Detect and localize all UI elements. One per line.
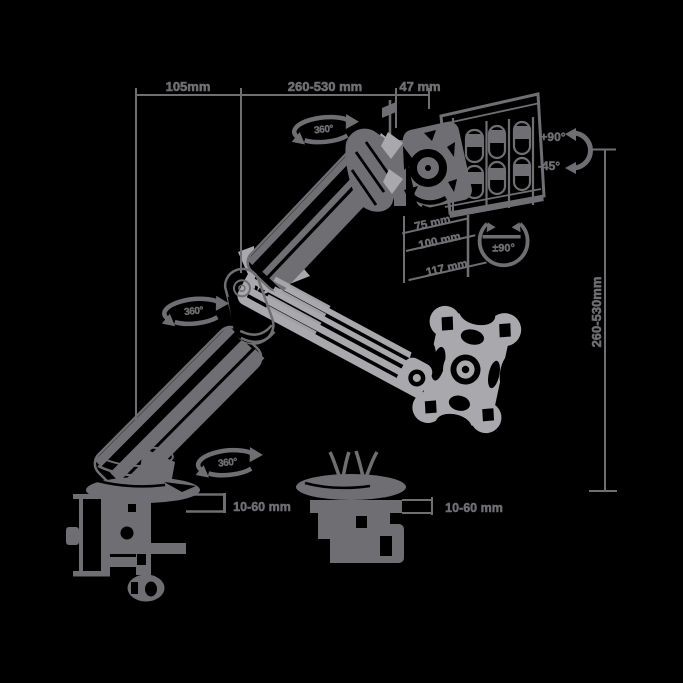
svg-text:260-530 mm: 260-530 mm	[288, 79, 362, 94]
svg-text:±90°: ±90°	[492, 242, 515, 254]
svg-text:10-60 mm: 10-60 mm	[233, 500, 291, 514]
svg-text:260-530mm: 260-530mm	[589, 277, 604, 348]
svg-text:10-60 mm: 10-60 mm	[445, 501, 503, 515]
svg-text:47 mm: 47 mm	[399, 79, 440, 94]
svg-text:105mm: 105mm	[166, 79, 211, 94]
svg-text:-45°: -45°	[538, 159, 560, 173]
svg-text:+90°: +90°	[540, 130, 565, 144]
